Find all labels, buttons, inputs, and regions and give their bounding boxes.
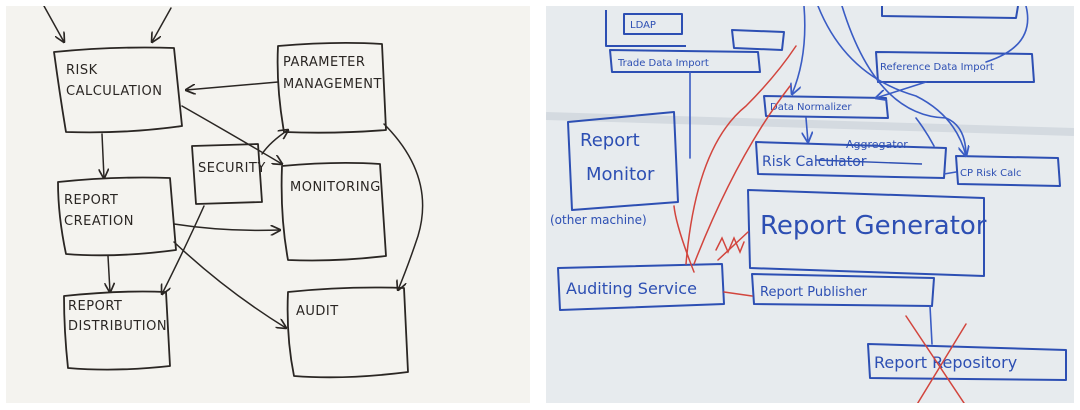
security-label: SECURITY [198, 161, 266, 176]
report-creation-box [57, 176, 177, 257]
data-normalizer-box [763, 95, 889, 119]
ldap-frame [605, 10, 686, 47]
report-repository-box [867, 343, 1067, 381]
parameter-management-box [276, 41, 387, 134]
risk-calculator-box [755, 141, 947, 179]
risk-to-monitoring-arrow [181, 105, 282, 164]
risk-calculation-box [53, 46, 183, 134]
aggregator-label: Aggregator [846, 138, 908, 151]
right-sketch-panel: LDAP Trade Data Import Reference Data Im… [546, 6, 1074, 403]
report-generator-box [747, 189, 985, 277]
other-machine-label: (other machine) [550, 213, 647, 227]
trade-data-import-label: Trade Data Import [617, 58, 709, 69]
parameter-management-label-1: PARAMETER [283, 55, 365, 70]
report-distribution-label-1: REPORT [68, 299, 122, 314]
param-to-risk-arrow [186, 81, 279, 90]
red-auditing-to-publisher [723, 291, 753, 297]
normalizer-side-line [915, 117, 935, 147]
red-auditing-to-generator [717, 231, 749, 261]
normalizer-to-calc-line [806, 117, 808, 142]
creation-to-monitoring-arrow [173, 223, 280, 230]
top-right-box [881, 6, 1019, 19]
auditing-service-label: Auditing Service [566, 279, 697, 298]
report-distribution-box [63, 290, 171, 371]
ldap-label: LDAP [630, 20, 656, 31]
top-right-curve [985, 6, 1029, 63]
report-monitor-label-1: Report [580, 130, 640, 151]
red-zigzag [715, 236, 745, 254]
monitoring-box [280, 161, 387, 262]
cp-risk-calc-label: CP Risk Calc [960, 168, 1021, 179]
risk-calculator-label: Risk Calculator [762, 154, 867, 170]
auditing-service-box [557, 263, 725, 311]
creation-to-audit-arrow [173, 241, 286, 328]
audit-box [286, 286, 409, 379]
security-to-param-arrow [261, 130, 288, 155]
risk-calculation-label-2: CALCULATION [66, 84, 162, 99]
long-curve-line [841, 6, 967, 157]
report-monitor-box [567, 111, 679, 211]
security-to-distribution-arrow [162, 205, 205, 294]
trade-data-import-box [609, 49, 761, 73]
calc-to-cp-line [943, 171, 957, 175]
small-top-box [731, 29, 785, 51]
reference-data-import-box [875, 51, 1035, 83]
security-box [191, 143, 263, 205]
reference-data-import-label: Reference Data Import [880, 62, 994, 73]
report-publisher-label: Report Publisher [760, 285, 868, 300]
report-monitor-label-2: Monitor [586, 164, 655, 185]
creation-to-distribution-arrow [108, 255, 110, 292]
top-to-normalizer-line [792, 6, 806, 94]
red-cross-stroke-1 [905, 315, 965, 403]
monitoring-label: MONITORING [290, 180, 381, 195]
red-line-3 [673, 205, 695, 273]
report-creation-label-2: CREATION [64, 214, 134, 229]
report-generator-label: Report Generator [760, 211, 987, 241]
risk-to-creation-arrow [102, 133, 104, 178]
report-distribution-label-2: DISTRIBUTION [68, 319, 167, 334]
strikethrough-line [815, 159, 923, 165]
curve-to-cp-line [817, 6, 966, 156]
data-normalizer-label: Data Normalizer [770, 102, 852, 113]
ldap-box [623, 13, 683, 35]
publisher-to-repository-line [929, 305, 933, 345]
red-line-2 [693, 85, 791, 265]
red-line-1 [685, 45, 797, 265]
report-creation-label-1: REPORT [64, 193, 118, 208]
left-sketch-panel: RISK CALCULATION PARAMETER MANAGEMENT SE… [6, 6, 530, 403]
audit-label: AUDIT [296, 304, 339, 319]
left-sketch-canvas: RISK CALCULATION PARAMETER MANAGEMENT SE… [43, 6, 424, 379]
param-to-audit-arrow [383, 123, 424, 290]
report-repository-label: Report Repository [874, 353, 1017, 372]
report-publisher-box [751, 273, 935, 307]
right-sketch-canvas: LDAP Trade Data Import Reference Data Im… [546, 6, 1074, 403]
risk-calculation-label-1: RISK [66, 63, 98, 78]
incoming-arrow-1 [43, 6, 64, 42]
parameter-management-label-2: MANAGEMENT [283, 77, 382, 92]
paper-crease [546, 112, 1074, 136]
incoming-arrow-2 [152, 7, 172, 42]
refdata-to-normalizer-line [876, 81, 927, 98]
cp-risk-calc-box [955, 155, 1061, 187]
red-cross-stroke-2 [916, 323, 967, 403]
